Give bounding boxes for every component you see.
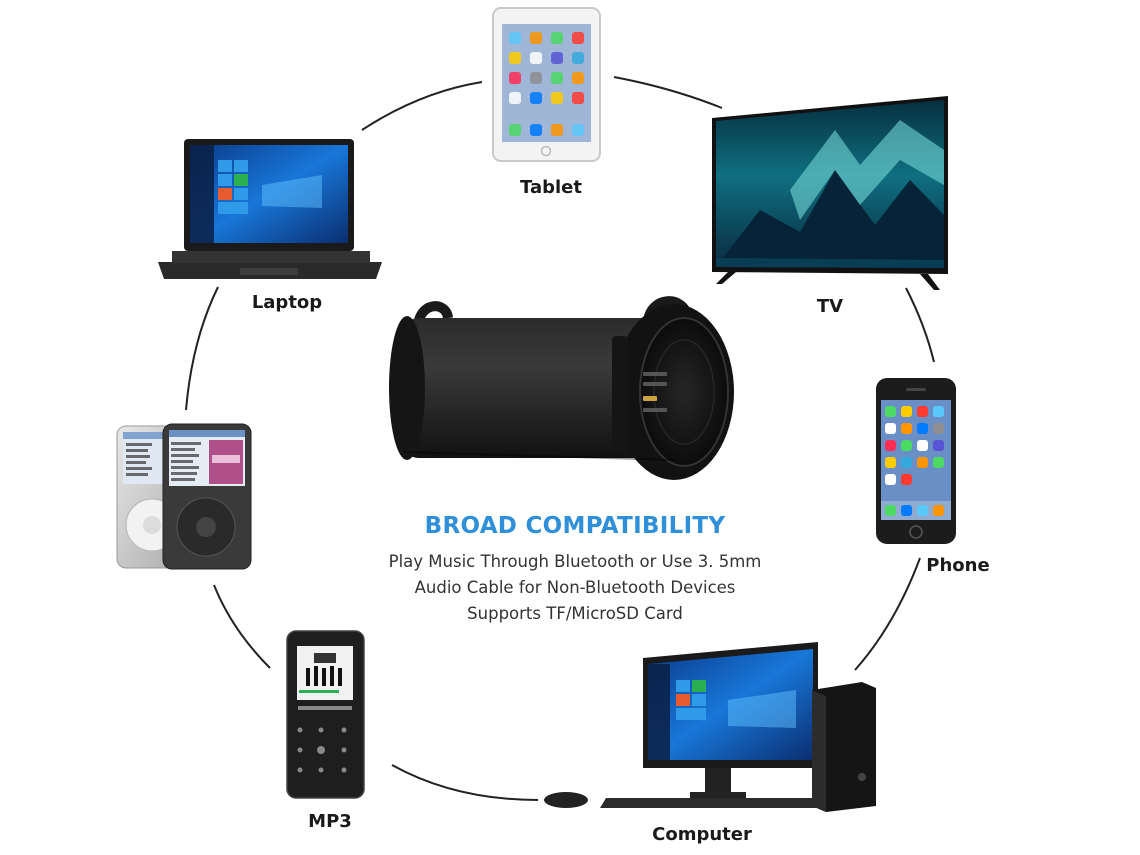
bluetooth-speaker-icon: [389, 296, 734, 480]
tv-label: TV: [816, 296, 844, 317]
description-line: Supports TF/MicroSD Card: [467, 604, 683, 623]
mp3-player-icon: [286, 630, 365, 799]
compatibility-headline: BROAD COMPATIBILITY: [424, 513, 726, 539]
description-line: Play Music Through Bluetooth or Use 3. 5…: [388, 552, 762, 571]
tablet-icon: [492, 7, 601, 162]
computer-label: Computer: [652, 824, 752, 845]
ipod-icon: [116, 423, 252, 570]
tablet-label: Tablet: [520, 177, 582, 198]
compatibility-description: Play Music Through Bluetooth or Use 3. 5…: [389, 549, 762, 627]
laptop-icon: [158, 139, 382, 279]
description-line: Audio Cable for Non-Bluetooth Devices: [414, 578, 736, 597]
mp3-label: MP3: [308, 811, 352, 832]
laptop-label: Laptop: [251, 292, 323, 313]
desktop-computer-icon: [544, 642, 876, 812]
tv-icon: [712, 96, 948, 290]
phone-label: Phone: [926, 555, 990, 576]
phone-icon: [876, 378, 956, 544]
connection-arcs: [185, 76, 935, 801]
